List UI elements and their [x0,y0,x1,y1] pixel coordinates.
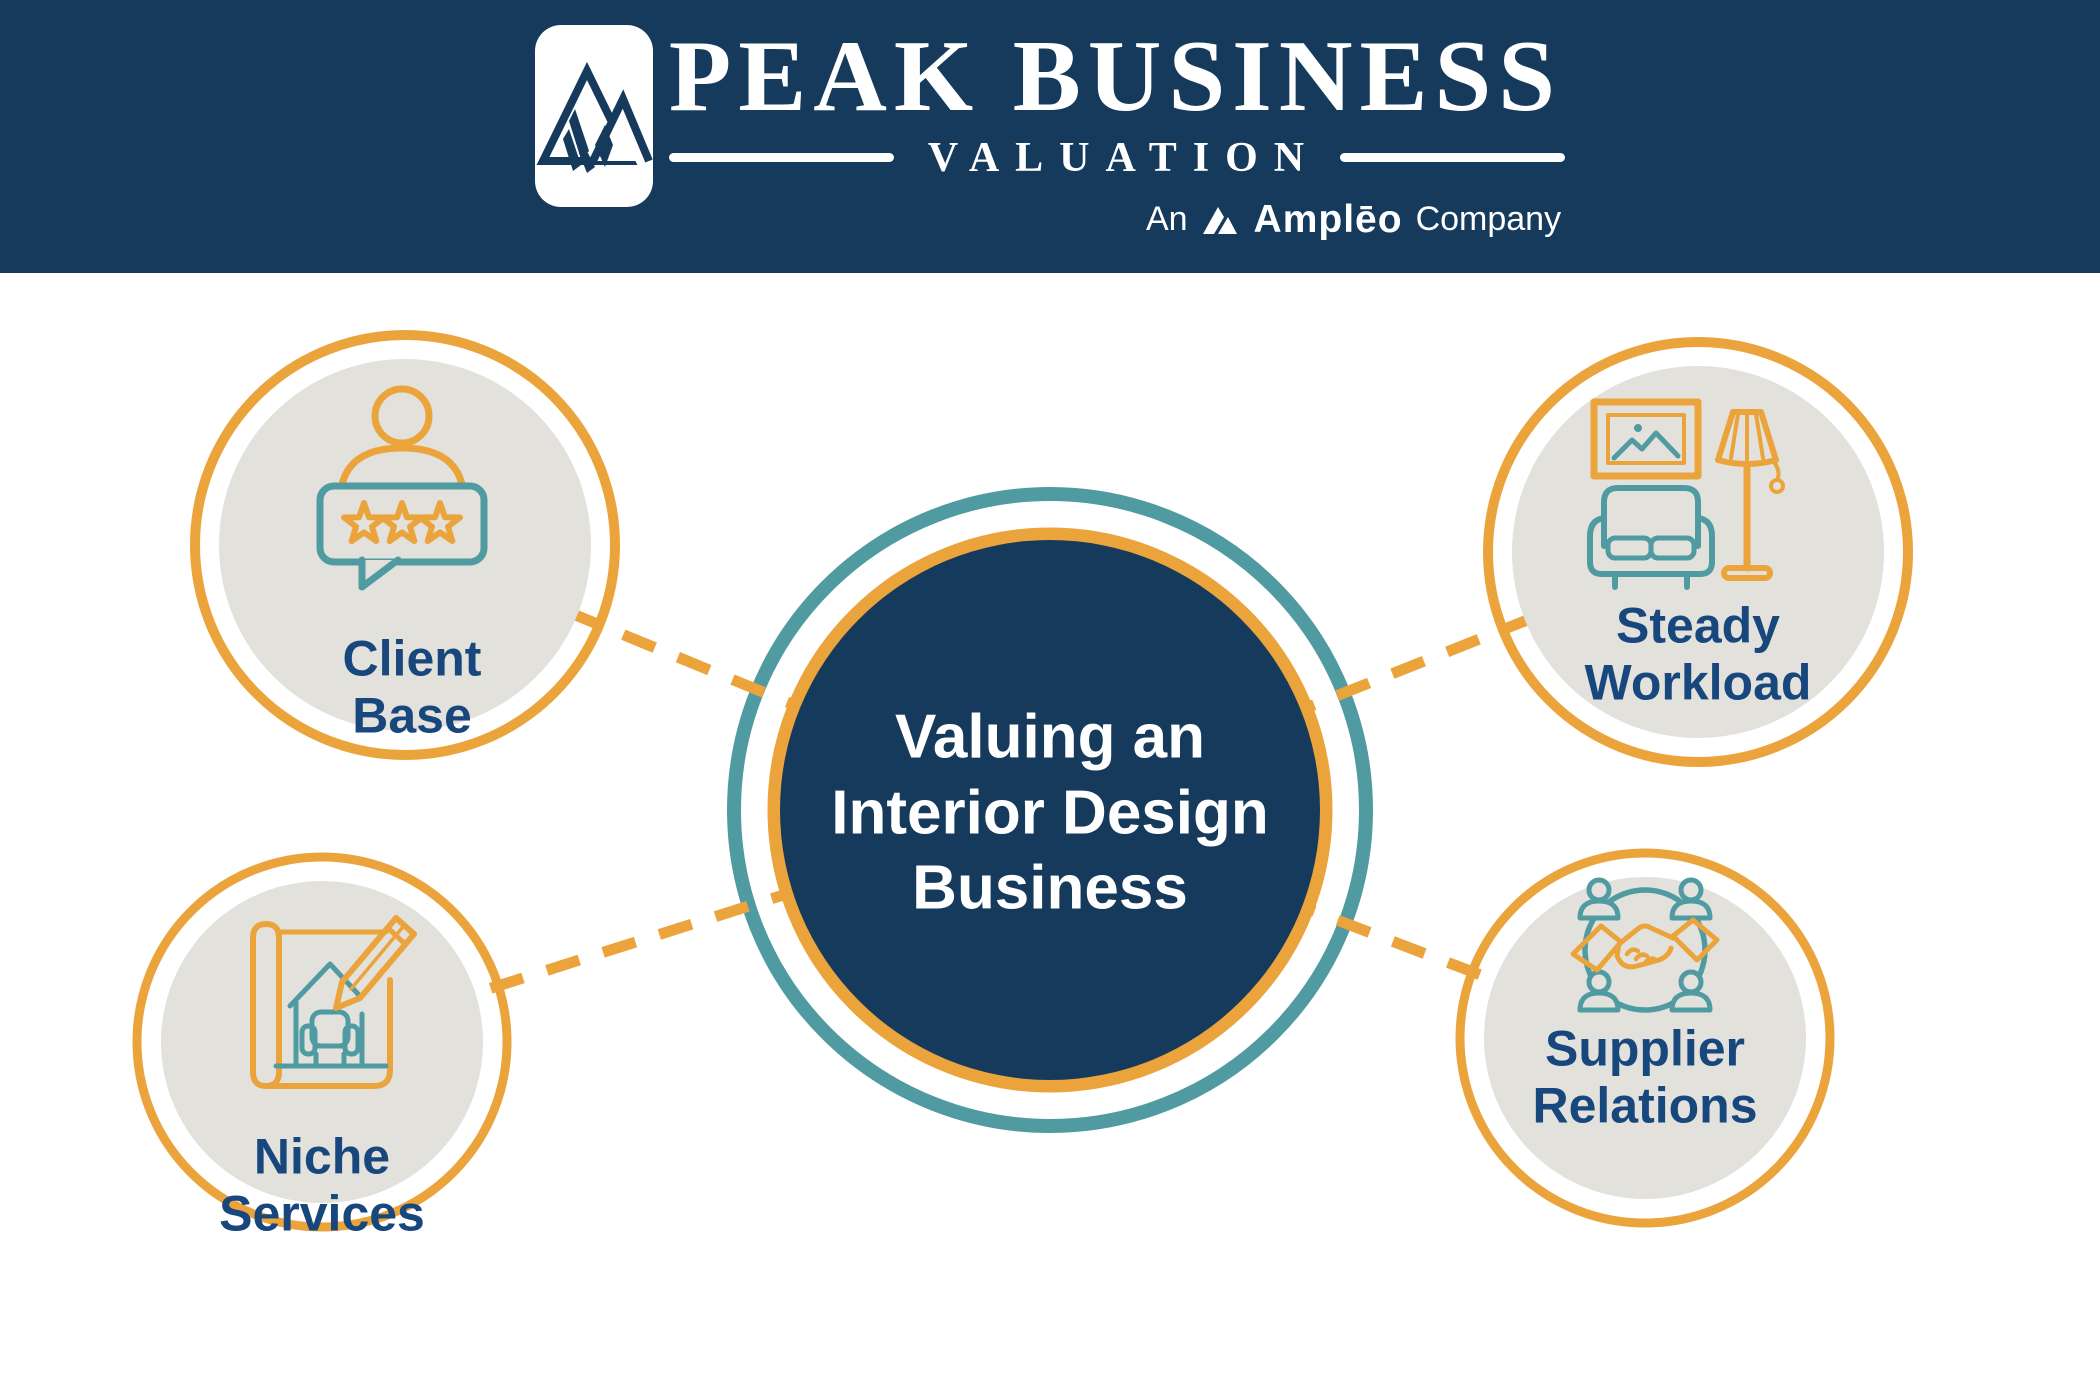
brand-text: PEAK BUSINESS VALUATION An Amplēo Compan… [668,20,1566,242]
node-bg-niche-services [161,881,483,1203]
divider-bar-left [668,153,894,163]
brand-logo: PEAK BUSINESS VALUATION An Amplēo Compan… [534,20,1566,242]
label-steady-workload: Steady Workload [1584,597,1812,711]
living-room-icon [1587,398,1785,590]
tagline-prefix: An [1145,200,1188,239]
label-supplier-relations: Supplier Relations [1532,1020,1758,1134]
node-bg-supplier-relations [1484,877,1806,1199]
mountain-logo-icon [534,25,653,208]
label-client-base: Client Base [342,630,482,744]
tagline: An Amplēo Company [669,198,1565,242]
center-circle [780,540,1320,1080]
brand-subtitle-row: VALUATION [668,134,1566,182]
node-bg-steady-workload [1512,366,1884,738]
client-reviews-icon [316,385,488,591]
diagram-canvas: Valuing an Interior Design Business Clie… [0,273,2100,1400]
connector-supplier-relations [1048,804,1647,1044]
blueprint-pencil-icon [250,915,417,1089]
hub-spoke-diagram [132,330,1913,1232]
brand-name: PEAK BUSINESS [668,20,1563,134]
tagline-suffix: Company [1415,200,1562,239]
brand-subtitle: VALUATION [927,134,1321,181]
header-banner: PEAK BUSINESS VALUATION An Amplēo Compan… [0,0,2100,273]
divider-bar-right [1340,153,1566,163]
center-title: Valuing an Interior Design Business [831,702,1269,923]
handshake-network-icon [1570,877,1720,1013]
label-niche-services: Niche Services [219,1128,425,1242]
ampleo-logo-icon [1202,206,1237,234]
tagline-brand: Amplēo [1253,197,1403,241]
